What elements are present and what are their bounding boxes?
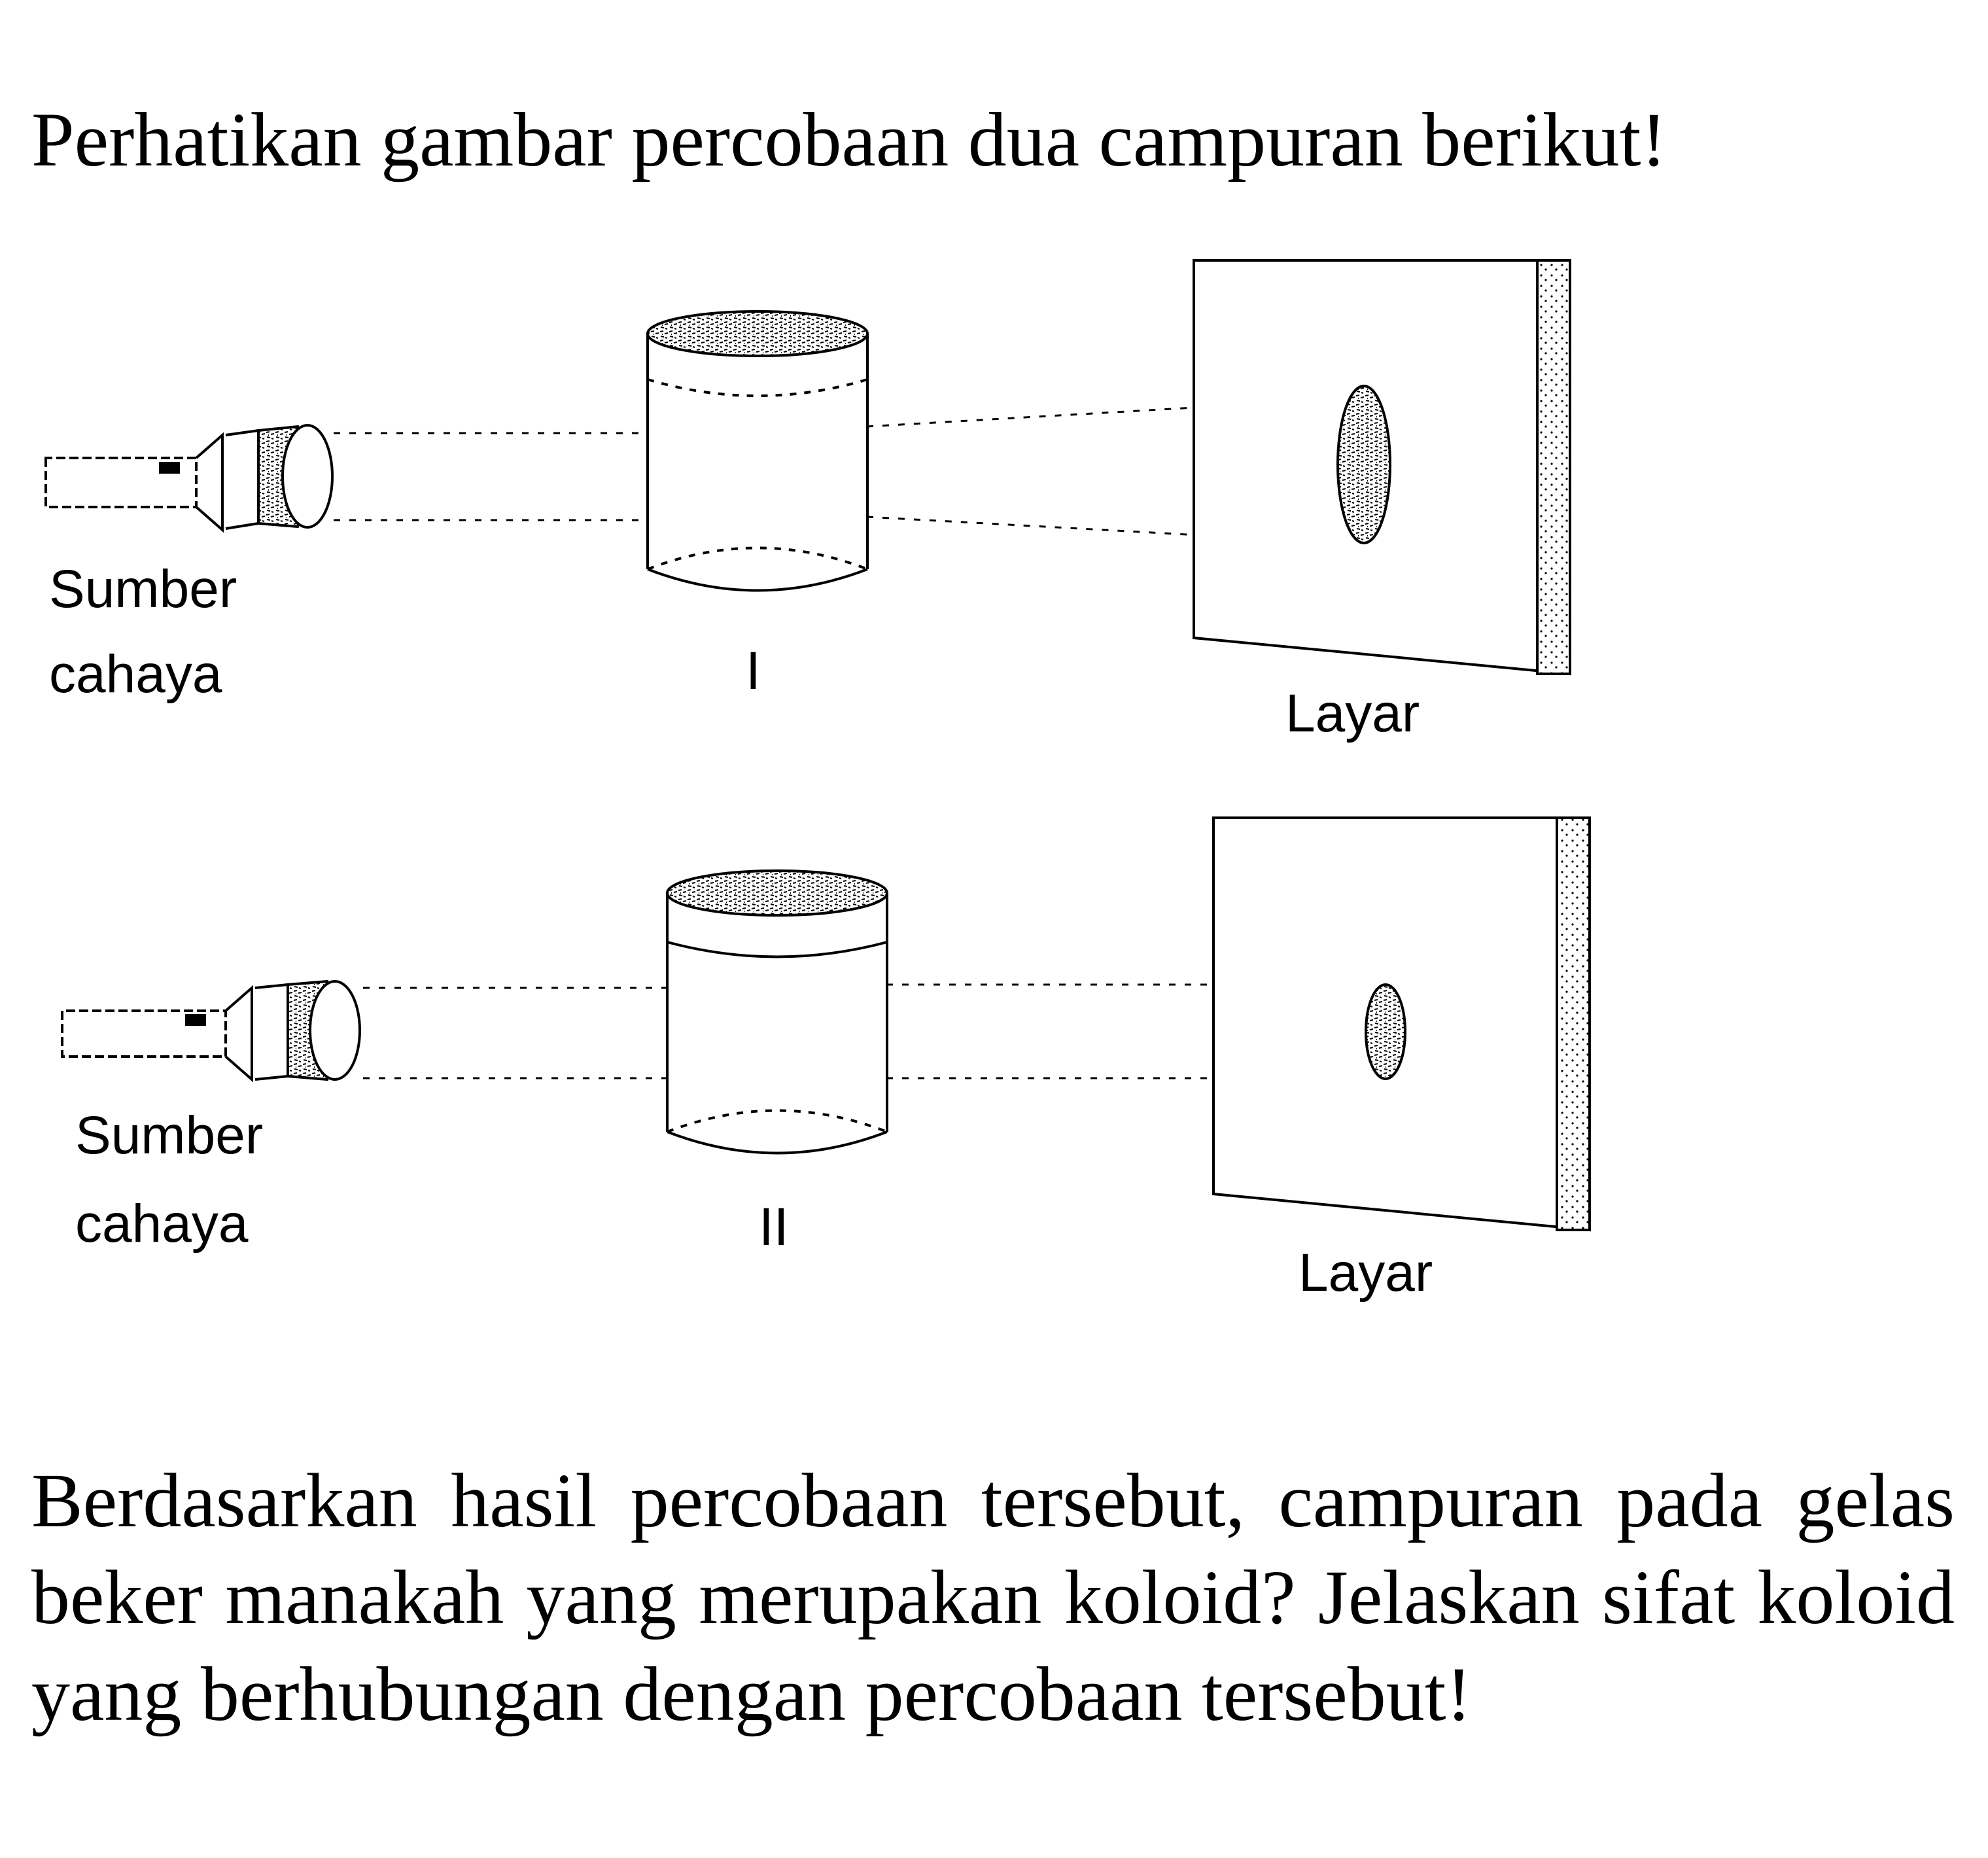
screen-1 <box>1193 259 1571 676</box>
flashlight-icon <box>44 424 334 533</box>
experiment-1 <box>44 259 1571 676</box>
light-beam-2 <box>363 983 1361 1079</box>
screen-label-2: Layar <box>1299 1243 1433 1303</box>
question-text: Berdasarkan hasil percobaan tersebut, ca… <box>31 1458 1955 1737</box>
light-beam-1 <box>334 398 1342 544</box>
experiment-2 <box>61 816 1591 1232</box>
source-label-2-line1: Sumber <box>75 1106 264 1165</box>
experiment-diagram <box>44 259 1591 1232</box>
source-label-1-line2: cahaya <box>49 644 222 704</box>
screen-2 <box>1212 816 1591 1232</box>
screen-label-1: Layar <box>1285 684 1420 743</box>
intro-text: Perhatikan gambar percobaan dua campuran… <box>31 97 1667 183</box>
beaker-2 <box>666 869 888 1155</box>
beaker-label-2: II <box>759 1197 789 1257</box>
source-label-1-line1: Sumber <box>49 559 237 619</box>
beaker-1 <box>646 310 869 592</box>
source-label-2-line2: cahaya <box>75 1194 249 1253</box>
beaker-label-1: I <box>746 641 761 701</box>
flashlight-icon <box>61 979 361 1083</box>
